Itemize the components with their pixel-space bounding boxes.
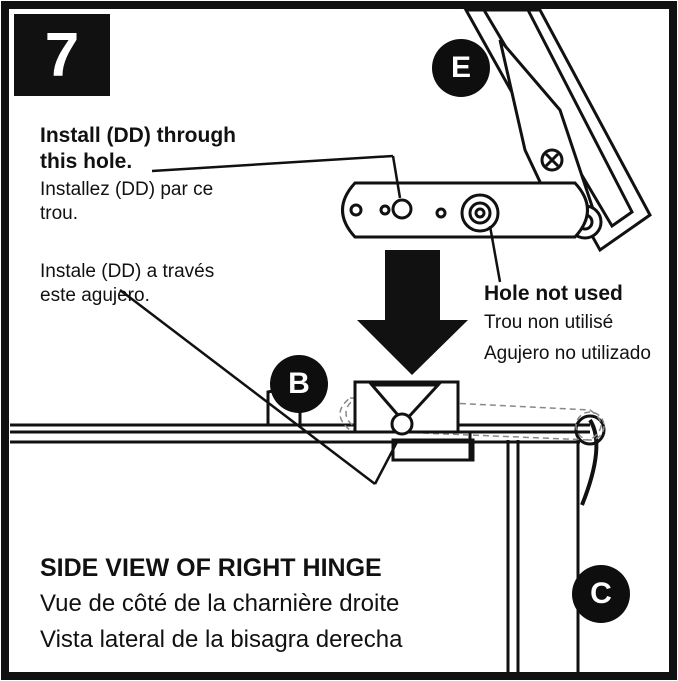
leader-lines (119, 154, 502, 485)
install-callout-fr: Installez (DD) par ce trou. (40, 179, 214, 224)
caption-fr: Vue de côté de la charnière droite (40, 590, 400, 617)
hinge-arm (341, 181, 589, 239)
install-callout-en: Install (DD) through this hole. (40, 124, 236, 173)
down-arrow (357, 250, 468, 375)
step-number: 7 (14, 14, 110, 96)
caption-en: SIDE VIEW OF RIGHT HINGE (40, 554, 382, 582)
badge-b: B (270, 355, 328, 413)
cabinet-body (10, 414, 606, 672)
badge-e: E (432, 39, 490, 97)
install-hole (391, 198, 413, 220)
hole-callout-es: Agujero no utilizado (484, 343, 651, 364)
caption-es: Vista lateral de la bisagra derecha (40, 626, 403, 653)
hole-callout-fr: Trou non utilisé (484, 312, 614, 333)
badge-c: C (572, 565, 630, 623)
install-callout-pt: Instale (DD) a través este agujero. (40, 261, 215, 306)
hole-callout-en: Hole not used (484, 282, 623, 305)
